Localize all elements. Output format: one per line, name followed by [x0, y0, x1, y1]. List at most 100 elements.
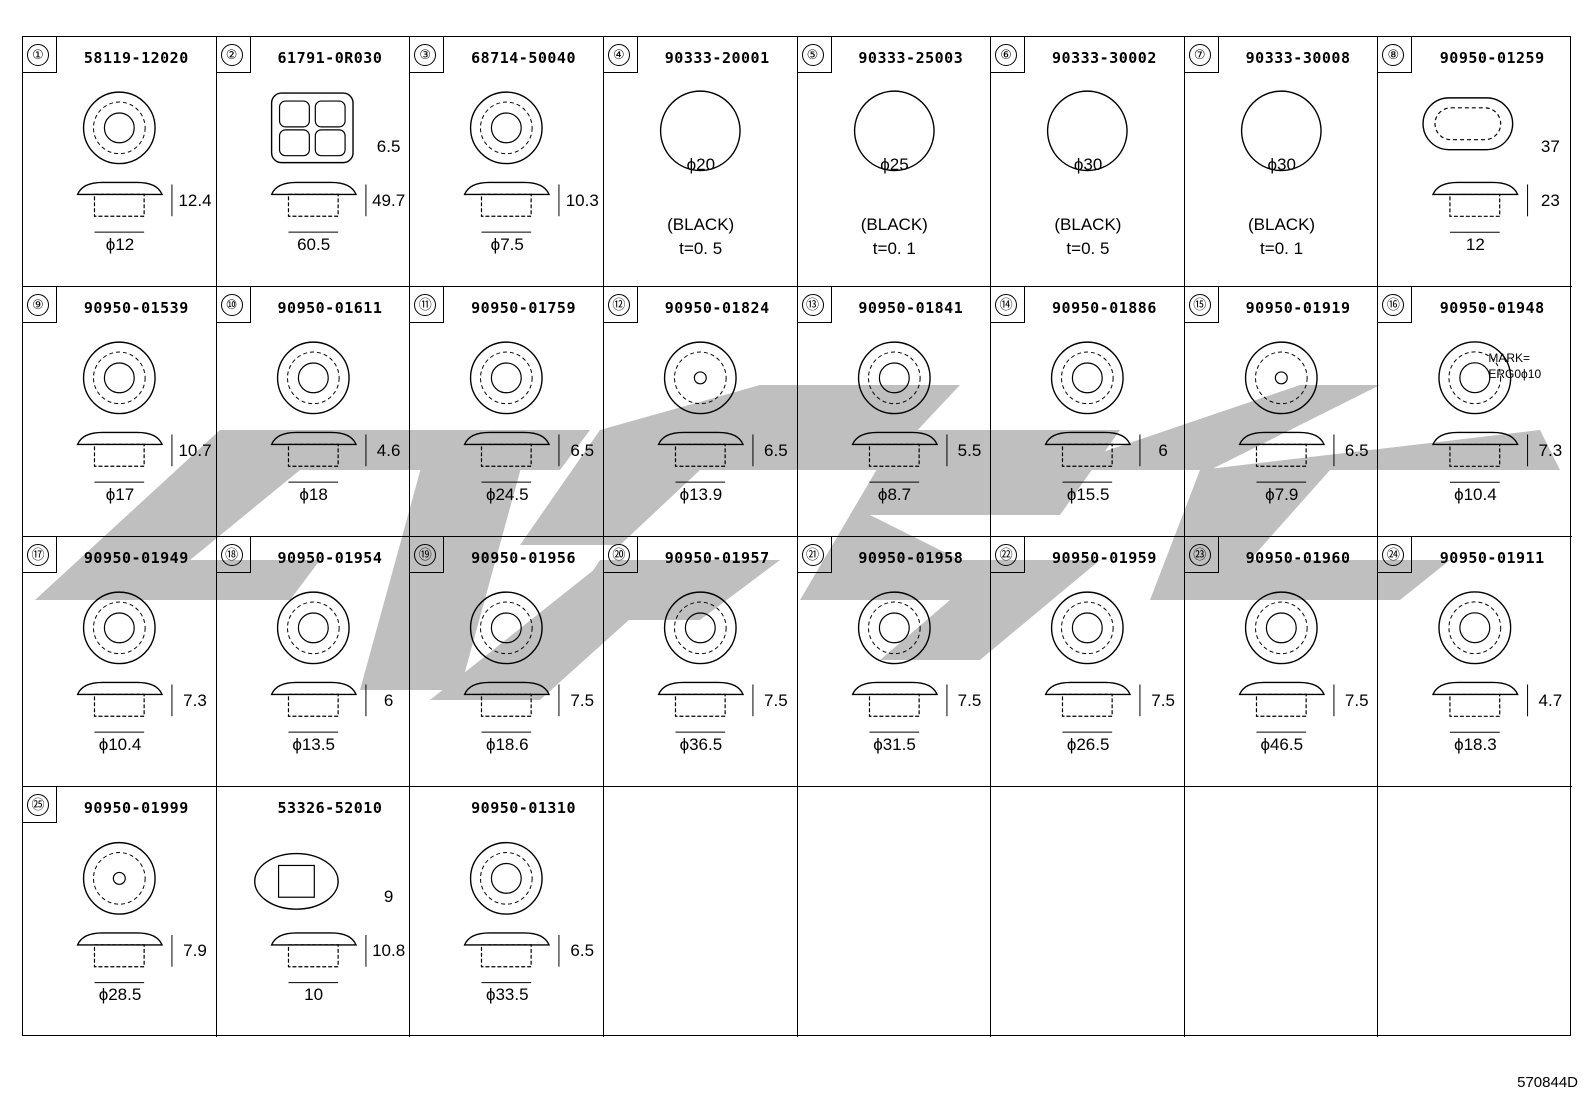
item-number-box: ④: [603, 37, 638, 73]
item-number: ㉔: [1382, 544, 1405, 566]
dimension-label: ϕ31.5: [873, 735, 916, 754]
dimension-label: 9: [383, 887, 394, 906]
dimension-label: 10: [304, 985, 324, 1004]
dimension-label: 23: [1540, 191, 1560, 210]
item-number-box: ⑧: [1378, 37, 1413, 73]
item-number: ⑨: [27, 294, 49, 316]
item-number-box: ⑤: [797, 37, 832, 73]
item-number-box: ⑯: [1378, 287, 1413, 323]
dimension-label: ϕ13.5: [292, 735, 335, 754]
thickness-note: t=0. 1: [1260, 239, 1304, 258]
part-drawing: [217, 323, 410, 536]
empty-cell: [991, 787, 1185, 1037]
empty-cell: [1185, 787, 1379, 1037]
item-number: ⑭: [995, 294, 1018, 316]
dimension-label: 6: [383, 691, 394, 710]
part-number: 90950-01611: [277, 299, 383, 317]
part-drawing: [798, 73, 991, 286]
color-note: (BLACK): [667, 215, 735, 234]
dimension-label: 12: [1465, 235, 1485, 254]
dimension-label: 12.4: [178, 191, 212, 210]
part-number: 68714-50040: [471, 49, 576, 67]
dimension-label: 7.5: [1151, 691, 1175, 710]
part-number: 90950-01949: [83, 549, 189, 567]
dimension-label: ϕ36.5: [679, 735, 723, 754]
part-drawing: [1378, 73, 1572, 286]
item-number-box: ②: [216, 37, 251, 73]
part-number: 90950-01841: [858, 299, 964, 317]
dimension-label: ϕ20: [686, 155, 716, 174]
item-number-box: ⑭: [991, 287, 1026, 323]
part-drawing: [410, 73, 603, 286]
part-number: 90950-01539: [83, 299, 189, 317]
part-drawing: [217, 823, 410, 1037]
dimension-label: ϕ18.6: [485, 735, 529, 754]
dimension-label: 6.5: [570, 441, 595, 460]
dimension-label: 7.3: [1538, 441, 1563, 460]
item-number: ⑩: [220, 294, 243, 316]
dimension-label: 60.5: [297, 235, 331, 254]
part-number: 90333-25003: [858, 49, 964, 67]
thickness-note: t=0. 5: [679, 239, 723, 258]
item-number-box: ⑩: [216, 287, 251, 323]
empty-cell: [604, 787, 798, 1037]
empty-cell: [798, 787, 992, 1037]
item-number: ⑮: [1188, 294, 1211, 316]
item-number-box: ⑫: [603, 287, 638, 323]
part-drawing: [217, 573, 410, 786]
part-drawing: [23, 573, 216, 786]
dimension-label: 4.6: [376, 441, 401, 460]
item-number-box: ㉑: [797, 537, 832, 573]
color-note: (BLACK): [860, 215, 928, 234]
item-number-box: ⑨: [23, 287, 57, 323]
dimension-label: ϕ30: [1267, 155, 1296, 174]
item-number-box: ㉓: [1184, 537, 1219, 573]
item-number: ⑬: [801, 294, 824, 316]
part-number: 90950-01956: [471, 549, 576, 567]
item-number: ⑤: [801, 44, 824, 66]
part-drawing: [1378, 573, 1572, 786]
dimension-label: ϕ18.3: [1454, 735, 1497, 754]
item-number-box: ①: [23, 37, 57, 73]
part-drawing: [798, 573, 991, 786]
dimension-label: ϕ7.5: [490, 235, 524, 254]
item-number: ⑰: [27, 544, 49, 566]
item-number-box: ⑲: [410, 537, 445, 573]
part-number: 58119-12020: [83, 49, 189, 67]
dimension-label: 6.5: [1344, 441, 1369, 460]
item-number: ⑥: [995, 44, 1018, 66]
item-number: ⑱: [220, 544, 243, 566]
part-drawing: [410, 823, 603, 1037]
dimension-label: 7.5: [957, 691, 982, 710]
item-number-box: ⑱: [216, 537, 251, 573]
part-drawing: [23, 823, 216, 1037]
dimension-label: ϕ7.9: [1265, 485, 1299, 504]
dimension-label: 10.8: [372, 941, 406, 960]
item-number-box: ㉒: [991, 537, 1026, 573]
part-drawing: [23, 323, 216, 536]
dimension-label: 6: [1158, 441, 1168, 460]
dimension-label: 6.5: [764, 441, 788, 460]
dimension-label: 10.7: [178, 441, 212, 460]
color-note: (BLACK): [1248, 215, 1316, 234]
part-drawing: [991, 573, 1184, 786]
color-note: (BLACK): [1054, 215, 1122, 234]
part-drawing: [604, 573, 797, 786]
part-number: 90950-01911: [1439, 549, 1545, 567]
part-drawing: [798, 323, 991, 536]
